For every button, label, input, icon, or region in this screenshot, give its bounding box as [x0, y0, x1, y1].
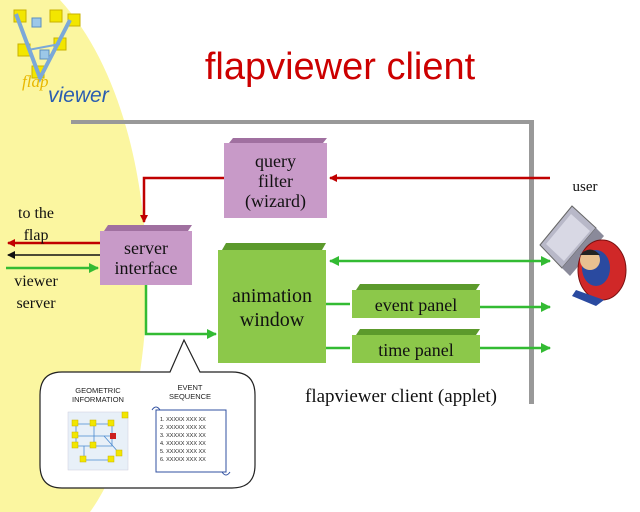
query-filter-line-2: filter	[258, 171, 293, 191]
to-the-flap-label: to the flap	[6, 203, 66, 247]
server-interface-line-1: server	[124, 238, 168, 258]
animation-window-line-1: animation	[232, 285, 312, 307]
list-item: 2. XXXXX XXX XX	[160, 425, 206, 431]
client-applet-label: flapviewer client (applet)	[305, 386, 498, 407]
query-filter-box	[224, 138, 327, 218]
page-title: flapviewer client	[204, 46, 476, 88]
flapviewer-logo-icon	[13, 9, 81, 83]
list-item: 6. XXXXX XXX XX	[160, 457, 206, 463]
event-line-1: EVENT	[177, 383, 203, 392]
geometric-line-2: INFORMATION	[72, 395, 124, 404]
event-panel-box	[352, 284, 480, 318]
geometric-line-1: GEOMETRIC	[75, 386, 121, 395]
user-at-laptop-icon	[539, 205, 627, 306]
logo-viewer-text: viewer	[48, 84, 109, 107]
event-sequence-scroll	[151, 406, 231, 476]
event-sequence-list: 1. XXXXX XXX XX 2. XXXXX XXX XX 3. XXXXX…	[160, 416, 224, 464]
to-the-flap-line-2: flap	[23, 227, 49, 244]
viewer-server-line-2: server	[16, 295, 56, 312]
list-item: 5. XXXXX XXX XX	[160, 449, 206, 455]
list-item: 4. XXXXX XXX XX	[160, 441, 206, 447]
to-the-flap-line-1: to the	[18, 205, 54, 222]
query-filter-label: query filter (wizard)	[224, 151, 327, 211]
logo-flap-text: flap	[22, 72, 49, 91]
server-to-animation-arrow	[144, 285, 217, 339]
animation-window-label: animation window	[218, 284, 326, 332]
query-filter-line-3: (wizard)	[245, 191, 306, 211]
query-filter-line-1: query	[255, 151, 296, 171]
user-label: user	[572, 179, 598, 195]
server-interface-label: server interface	[100, 238, 192, 278]
list-item: 3. XXXXX XXX XX	[160, 433, 206, 439]
geometric-info-label: GEOMETRIC INFORMATION	[60, 386, 136, 404]
event-sequence-label: EVENT SEQUENCE	[150, 383, 230, 401]
viewer-server-line-1: viewer	[14, 273, 58, 290]
event-line-2: SEQUENCE	[168, 392, 212, 401]
server-interface-line-2: interface	[114, 258, 178, 278]
graph-sketch-icon	[67, 411, 129, 471]
time-panel-label: time panel	[378, 340, 454, 360]
animation-window-box	[218, 243, 326, 363]
event-panel-label: event panel	[374, 295, 458, 315]
time-panel-box	[352, 329, 480, 363]
viewer-server-label: viewer server	[6, 271, 66, 315]
list-item: 1. XXXXX XXX XX	[160, 417, 206, 423]
server-interface-box	[100, 225, 192, 285]
animation-window-line-2: window	[239, 309, 305, 331]
query-to-server-arrow	[140, 176, 224, 223]
